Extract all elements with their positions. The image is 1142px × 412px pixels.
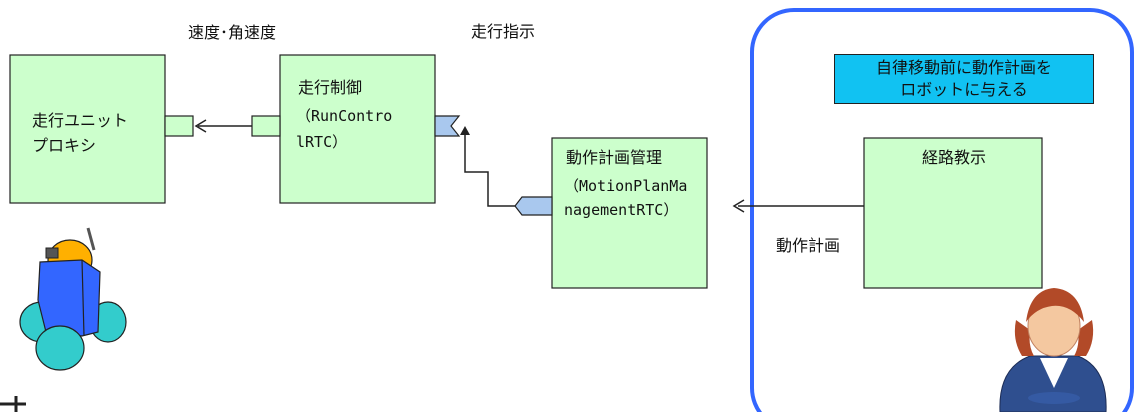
drive-instruction-label: 走行指示 [471, 22, 536, 41]
note-line-2: ロボットに与える [900, 80, 1028, 99]
drive-control-title: 走行制御 [298, 78, 363, 97]
user-icon [999, 288, 1107, 412]
instruction-arrowhead [460, 126, 470, 135]
control-service-port [434, 115, 461, 137]
motion-plan-manager-title: 動作計画管理 [566, 148, 663, 167]
motion-plan-arrowhead [732, 199, 745, 213]
drive-control-rtc-line2: lRTC） [296, 133, 348, 151]
drive-unit-proxy-subtitle: プロキシ [32, 136, 97, 155]
motion-plan-manager-rtc-line2: nagementRTC） [564, 201, 679, 219]
user-area-frame [750, 8, 1134, 412]
note-box: 自律移動前に動作計画を ロボットに与える [834, 54, 1094, 104]
instruction-connector [464, 133, 515, 207]
velocity-arrowhead [194, 119, 207, 133]
velocity-label: 速度･角速度 [188, 23, 277, 42]
proxy-in-port [164, 115, 194, 137]
motion-plan-manager-rtc-line1: （MotionPlanMa [564, 177, 688, 195]
robot-icon [19, 227, 127, 371]
drive-control-box [279, 54, 436, 204]
motion-plan-manager-box [551, 137, 708, 289]
route-teaching-title: 経路教示 [922, 148, 987, 167]
drive-unit-proxy-box [9, 54, 166, 204]
drive-unit-proxy-title: 走行ユニット [32, 111, 129, 130]
manager-service-port [514, 196, 553, 216]
note-line-1: 自律移動前に動作計画を [875, 58, 1052, 77]
control-in-port [251, 115, 281, 137]
motion-plan-label: 動作計画 [776, 236, 841, 255]
corner-fragment [0, 396, 26, 412]
drive-control-rtc-line1: （RunContro [296, 107, 393, 125]
route-teaching-box [863, 137, 1043, 289]
